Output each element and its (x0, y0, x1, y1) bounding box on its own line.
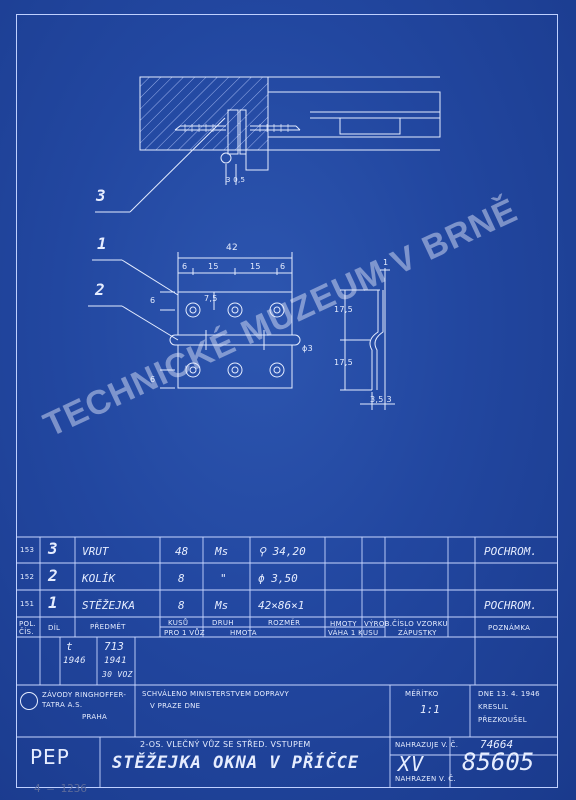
hdr-predmet: PŘEDMĚT (90, 623, 126, 631)
company-logo (20, 692, 38, 710)
rev-30voz: 30 VOZ (102, 670, 133, 679)
replaces-value: 74664 (480, 738, 514, 751)
company-city: PRAHA (82, 713, 108, 721)
row3-dimension: ⚲ 34,20 (258, 545, 306, 558)
hdr-kusu: KUSŮ (168, 619, 189, 627)
callout-3: 3 (96, 186, 106, 205)
row1-no: 1 (48, 593, 58, 612)
row1-note: POCHROM. (484, 599, 537, 612)
hdr-vyrob: VÝROB. (364, 620, 393, 628)
hdr-poznamka: POZNÁMKA (488, 624, 531, 632)
section-view (139, 76, 441, 185)
rev-1941: 1941 (104, 656, 127, 666)
hdr-dil: DÍL (48, 624, 61, 632)
row1-dimension: 42×86×1 (258, 599, 305, 612)
hdr-pol-cis: POL. ČÍS. (19, 620, 37, 636)
rev-1946: 1946 (63, 656, 86, 666)
dim-3-05: 3 0,5 (226, 176, 246, 184)
dim-7-5: 7,5 (204, 294, 218, 303)
callout-leaders (88, 117, 226, 341)
row2-dimension: ϕ 3,50 (258, 572, 298, 585)
date: DNE 13. 4. 1946 (478, 690, 540, 698)
callout-2: 2 (95, 280, 105, 299)
row2-material: " (220, 572, 227, 585)
drawing-frame (16, 14, 558, 788)
replaced-by-label: NAHRAZEN V. Č. (395, 775, 456, 783)
drawing-code: PEP (30, 745, 70, 769)
dim-1: 1 (383, 258, 389, 267)
hdr-hmoty: HMOTY (330, 620, 357, 628)
company-name: ZÁVODY RINGHOFFER-TATRA A.S. (42, 691, 127, 709)
scale-label: MĚŘÍTKO (405, 690, 439, 698)
rev-713: 713 (104, 640, 124, 653)
row3-name: VRUT (82, 545, 109, 558)
side-view (340, 268, 395, 410)
row2-pos: 152 (20, 573, 35, 581)
row3-pos: 153 (20, 546, 35, 554)
hdr-vaha: VÁHA 1 KUSU (328, 629, 379, 637)
row1-material: Ms (215, 599, 229, 612)
dim-6b: 6 (280, 262, 286, 271)
scale-value: 1:1 (420, 703, 440, 716)
dim-15a: 15 (208, 262, 219, 271)
dim-6-left-2: 6 (150, 375, 156, 384)
vehicle-subtitle: 2-OS. VLEČNÝ VŮZ SE STŘED. VSTUPEM (140, 740, 311, 749)
hdr-druh: DRUH (212, 619, 234, 627)
row3-qty: 48 (175, 545, 189, 558)
hdr-pro-vuz: PRO 1 VŮZ (164, 629, 205, 637)
hdr-zapustky: ZÁPUSTKY (398, 629, 437, 637)
dim-6a: 6 (182, 262, 188, 271)
row2-qty: 8 (178, 572, 185, 585)
drawing-series: XV (398, 752, 425, 776)
approval-line1: SCHVÁLENO MINISTERSTVEM DOPRAVY (142, 690, 290, 698)
hdr-cislo-vzorku: ČÍSLO VZORKU (392, 620, 448, 628)
approval-line2: V PRAZE DNE (150, 702, 201, 710)
row2-no: 2 (48, 566, 58, 585)
hdr-rozmer: ROZMĚR (268, 619, 301, 627)
pencil-note: 4 — 1236 (34, 782, 87, 795)
checked-by-label: PŘEZKOUŠEL (478, 716, 527, 724)
callout-1: 1 (97, 234, 107, 253)
rev-t: t (66, 640, 73, 653)
drawn-by-label: KRESLIL (478, 703, 509, 711)
dim-6-left: 6 (150, 296, 156, 305)
replaces-label: NAHRAZUJE V. Č. (395, 741, 459, 749)
row3-no: 3 (48, 539, 58, 558)
dim-15b: 15 (250, 262, 261, 271)
row1-pos: 151 (20, 600, 35, 608)
dim-phi-3: ϕ3 (302, 344, 313, 353)
dim-17-5a: 17,5 (334, 305, 354, 314)
drawing-title: STĚŽEJKA OKNA V PŘÍČCE (112, 753, 360, 773)
parts-table-grid (16, 536, 558, 788)
front-view (160, 252, 301, 389)
row2-name: KOLÍK (82, 572, 116, 585)
dim-42: 42 (226, 243, 239, 253)
hdr-hmota: HMOTA (230, 629, 257, 637)
row1-qty: 8 (178, 599, 185, 612)
dim-3-5-3: 3,5 3 (370, 395, 392, 404)
row1-name: STĚŽEJKA (82, 599, 135, 612)
row3-note: POCHROM. (484, 545, 537, 558)
row3-material: Ms (215, 545, 229, 558)
dim-17-5b: 17,5 (334, 358, 354, 367)
drawing-number: 85605 (462, 748, 535, 776)
